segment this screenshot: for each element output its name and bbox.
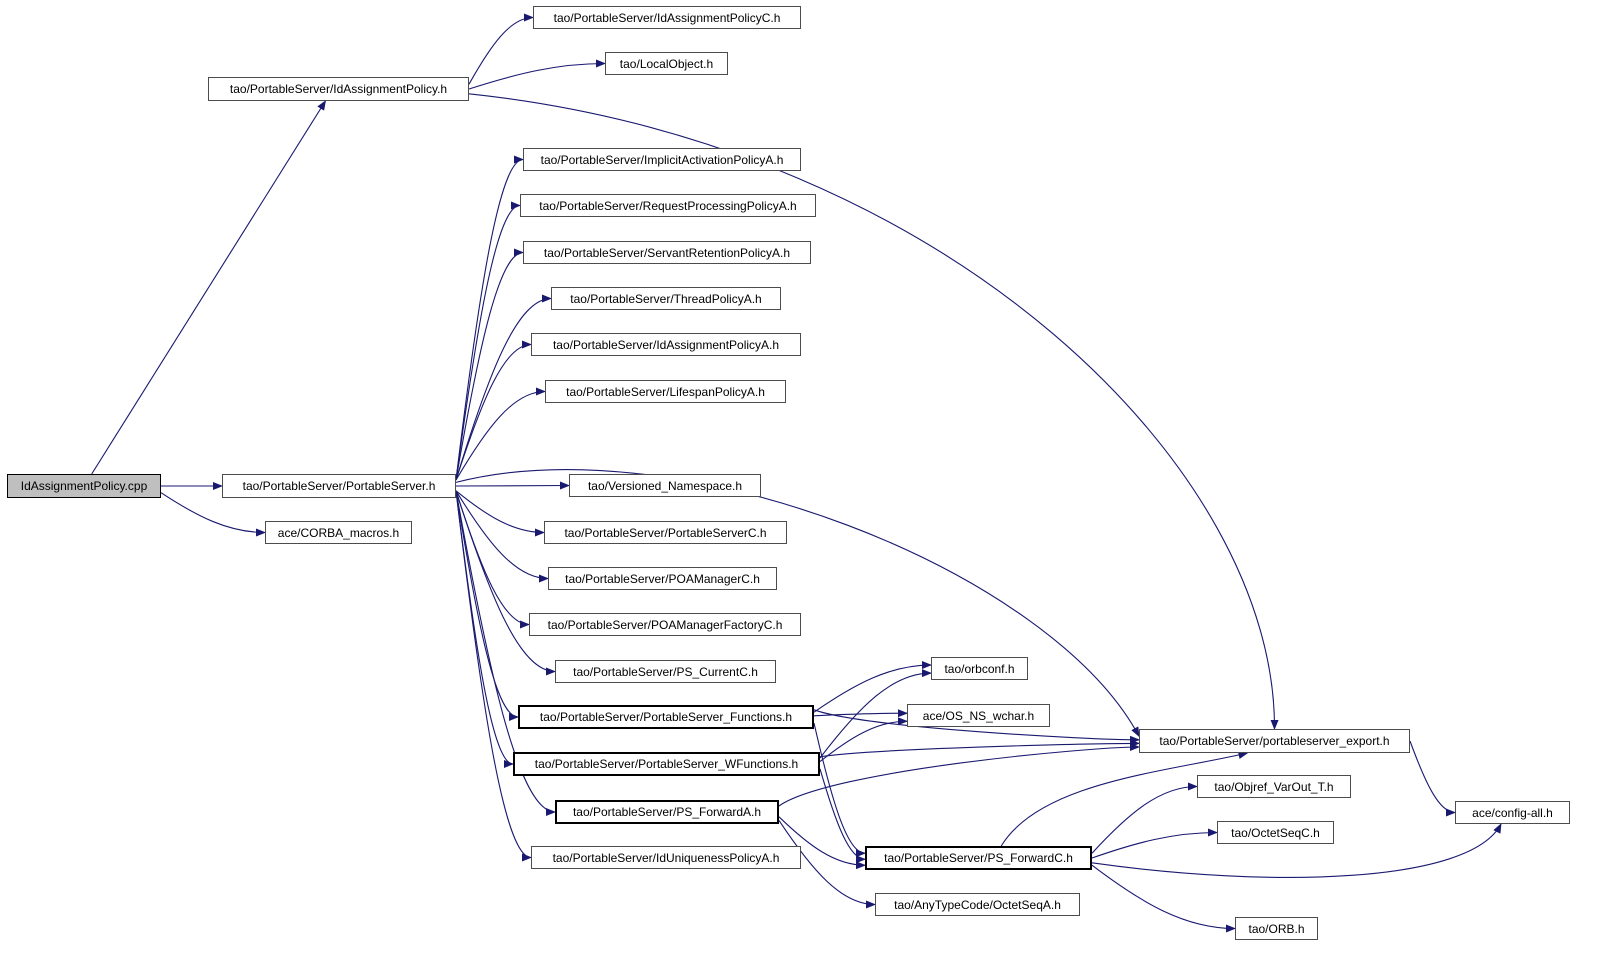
edge-ps-to-wfuncs (455, 490, 514, 768)
graph-node-octetseqa[interactable]: tao/AnyTypeCode/OctetSeqA.h (875, 893, 1080, 916)
graph-node-reqproc[interactable]: tao/PortableServer/RequestProcessingPoli… (520, 194, 816, 217)
graph-node-label: ace/OS_NS_wchar.h (922, 708, 1035, 723)
graph-node-iap[interactable]: tao/PortableServer/IdAssignmentPolicy.h (208, 77, 469, 101)
edge-ps-to-poamgr (455, 490, 549, 583)
graph-node-label: tao/PortableServer/PortableServer_Functi… (539, 710, 793, 724)
graph-node-label: tao/PortableServer/IdAssignmentPolicyC.h (553, 10, 781, 25)
edge-ps-to-fwda (455, 490, 556, 816)
graph-node-fwda[interactable]: tao/PortableServer/PS_ForwardA.h (555, 800, 779, 824)
graph-node-label: tao/PortableServer/portableserver_export… (1159, 734, 1390, 748)
edge-funcs-to-export (813, 709, 1140, 744)
graph-node-label: ace/config-all.h (1472, 805, 1553, 820)
edge-wfuncs-to-orbconf (819, 669, 932, 759)
graph-node-label: tao/PortableServer/PS_ForwardC.h (884, 851, 1073, 865)
graph-node-label: tao/PortableServer/POAManagerC.h (565, 571, 760, 586)
edge-fwdc-to-configall (1091, 823, 1502, 878)
edge-fwdc-to-octetseqc (1091, 828, 1218, 859)
graph-node-label: tao/PortableServer/ImplicitActivationPol… (540, 152, 784, 167)
edge-ps-to-servret (455, 248, 524, 481)
graph-node-label: tao/AnyTypeCode/OctetSeqA.h (894, 897, 1061, 912)
graph-node-poamgr[interactable]: tao/PortableServer/POAManagerC.h (548, 567, 777, 590)
edge-funcs-to-orbconf (813, 661, 932, 713)
graph-node-thread[interactable]: tao/PortableServer/ThreadPolicyA.h (551, 287, 781, 310)
edge-cpp-to-corba_macros (160, 492, 266, 537)
edge-fwdc-to-orb (1091, 864, 1236, 933)
edge-ps-to-vns (455, 481, 570, 490)
graph-node-export[interactable]: tao/PortableServer/portableserver_export… (1139, 729, 1410, 753)
graph-node-psc[interactable]: tao/PortableServer/PortableServerC.h (544, 521, 787, 544)
edge-funcs-to-wchar (813, 709, 908, 718)
graph-node-iduniq[interactable]: tao/PortableServer/IdUniquenessPolicyA.h (531, 846, 801, 869)
graph-node-octetseqc[interactable]: tao/OctetSeqC.h (1217, 821, 1334, 844)
graph-node-configall[interactable]: ace/config-all.h (1455, 801, 1570, 824)
edge-ps-to-reqproc (455, 201, 521, 481)
graph-node-label: tao/PortableServer/POAManagerFactoryC.h (547, 617, 783, 632)
edge-ps-to-thread (455, 294, 552, 481)
graph-node-label: tao/ORB.h (1248, 921, 1305, 936)
edge-ps-to-pscur (455, 490, 556, 676)
graph-node-label: tao/PortableServer/PS_CurrentC.h (573, 664, 758, 679)
edge-ps-to-implicit (455, 155, 524, 481)
graph-node-corba_macros[interactable]: ace/CORBA_macros.h (265, 521, 412, 544)
graph-node-pscur[interactable]: tao/PortableServer/PS_CurrentC.h (555, 660, 776, 683)
graph-node-label: ace/CORBA_macros.h (277, 525, 400, 540)
graph-node-iapc[interactable]: tao/PortableServer/IdAssignmentPolicyC.h (533, 6, 801, 29)
graph-node-orb[interactable]: tao/ORB.h (1235, 917, 1318, 940)
edge-ps-to-iapa (455, 340, 532, 481)
edge-ps-to-iduniq (455, 490, 532, 862)
graph-node-orbconf[interactable]: tao/orbconf.h (931, 657, 1028, 680)
graph-node-localobj[interactable]: tao/LocalObject.h (605, 52, 728, 75)
edge-cpp-to-iap (91, 100, 326, 475)
graph-node-poamgrfac[interactable]: tao/PortableServer/POAManagerFactoryC.h (529, 613, 801, 636)
graph-node-label: tao/PortableServer/LifespanPolicyA.h (566, 384, 765, 399)
graph-node-label: tao/PortableServer/PortableServer_WFunct… (534, 757, 799, 771)
graph-node-funcs[interactable]: tao/PortableServer/PortableServer_Functi… (518, 705, 814, 729)
edge-wfuncs-to-export (819, 739, 1140, 758)
graph-node-lifespan[interactable]: tao/PortableServer/LifespanPolicyA.h (545, 380, 786, 403)
graph-node-label: tao/PortableServer/ServantRetentionPolic… (543, 245, 791, 260)
edge-wfuncs-to-wchar (819, 717, 908, 763)
edge-ps-to-export (455, 469, 1140, 738)
graph-node-implicit[interactable]: tao/PortableServer/ImplicitActivationPol… (523, 148, 801, 171)
graph-node-label: tao/PortableServer/IdAssignmentPolicy.h (229, 82, 448, 96)
graph-node-label: tao/OctetSeqC.h (1231, 825, 1320, 840)
edge-fwda-to-octetseqa (778, 820, 876, 909)
graph-node-label: tao/PortableServer/PortableServer.h (242, 479, 436, 493)
graph-node-objref[interactable]: tao/Objref_VarOut_T.h (1197, 775, 1351, 798)
edge-funcs-to-fwdc (813, 722, 866, 858)
edge-fwda-to-fwdc (778, 816, 866, 870)
graph-node-wfuncs[interactable]: tao/PortableServer/PortableServer_WFunct… (513, 752, 820, 776)
edge-wfuncs-to-fwdc (819, 768, 866, 864)
graph-node-label: tao/PortableServer/RequestProcessingPoli… (539, 198, 797, 213)
edge-ps-to-funcs (455, 490, 519, 721)
edge-export-to-configall (1409, 740, 1456, 817)
edge-iap-to-iapc (468, 13, 534, 85)
graph-node-label: tao/PortableServer/IdUniquenessPolicyA.h (552, 850, 780, 865)
graph-node-vns[interactable]: tao/Versioned_Namespace.h (569, 474, 761, 497)
graph-node-wchar[interactable]: ace/OS_NS_wchar.h (907, 704, 1050, 727)
edge-iap-to-localobj (468, 59, 606, 90)
graph-node-label: tao/PortableServer/PS_ForwardA.h (572, 805, 762, 819)
edge-fwdc-to-objref (1091, 782, 1198, 854)
edge-ps-to-lifespan (455, 387, 546, 481)
graph-node-label: IdAssignmentPolicy.cpp (20, 479, 148, 493)
graph-node-label: tao/orbconf.h (944, 661, 1015, 676)
edge-ps-to-psc (455, 490, 545, 537)
graph-node-label: tao/PortableServer/IdAssignmentPolicyA.h (552, 337, 780, 352)
graph-node-label: tao/Versioned_Namespace.h (587, 478, 743, 493)
edge-iap-to-export (468, 93, 1279, 730)
graph-node-label: tao/Objref_VarOut_T.h (1214, 779, 1334, 794)
graph-node-cpp: IdAssignmentPolicy.cpp (7, 474, 161, 498)
graph-node-ps[interactable]: tao/PortableServer/PortableServer.h (222, 474, 456, 498)
edge-fwda-to-export (778, 743, 1140, 807)
graph-node-fwdc[interactable]: tao/PortableServer/PS_ForwardC.h (865, 846, 1092, 870)
graph-node-servret[interactable]: tao/PortableServer/ServantRetentionPolic… (523, 241, 811, 264)
graph-node-label: tao/LocalObject.h (619, 56, 714, 71)
graph-node-iapa[interactable]: tao/PortableServer/IdAssignmentPolicyA.h (531, 333, 801, 356)
graph-node-label: tao/PortableServer/PortableServerC.h (564, 525, 767, 540)
graph-node-label: tao/PortableServer/ThreadPolicyA.h (570, 291, 762, 306)
edge-fwdc-to-export (1000, 751, 1249, 847)
